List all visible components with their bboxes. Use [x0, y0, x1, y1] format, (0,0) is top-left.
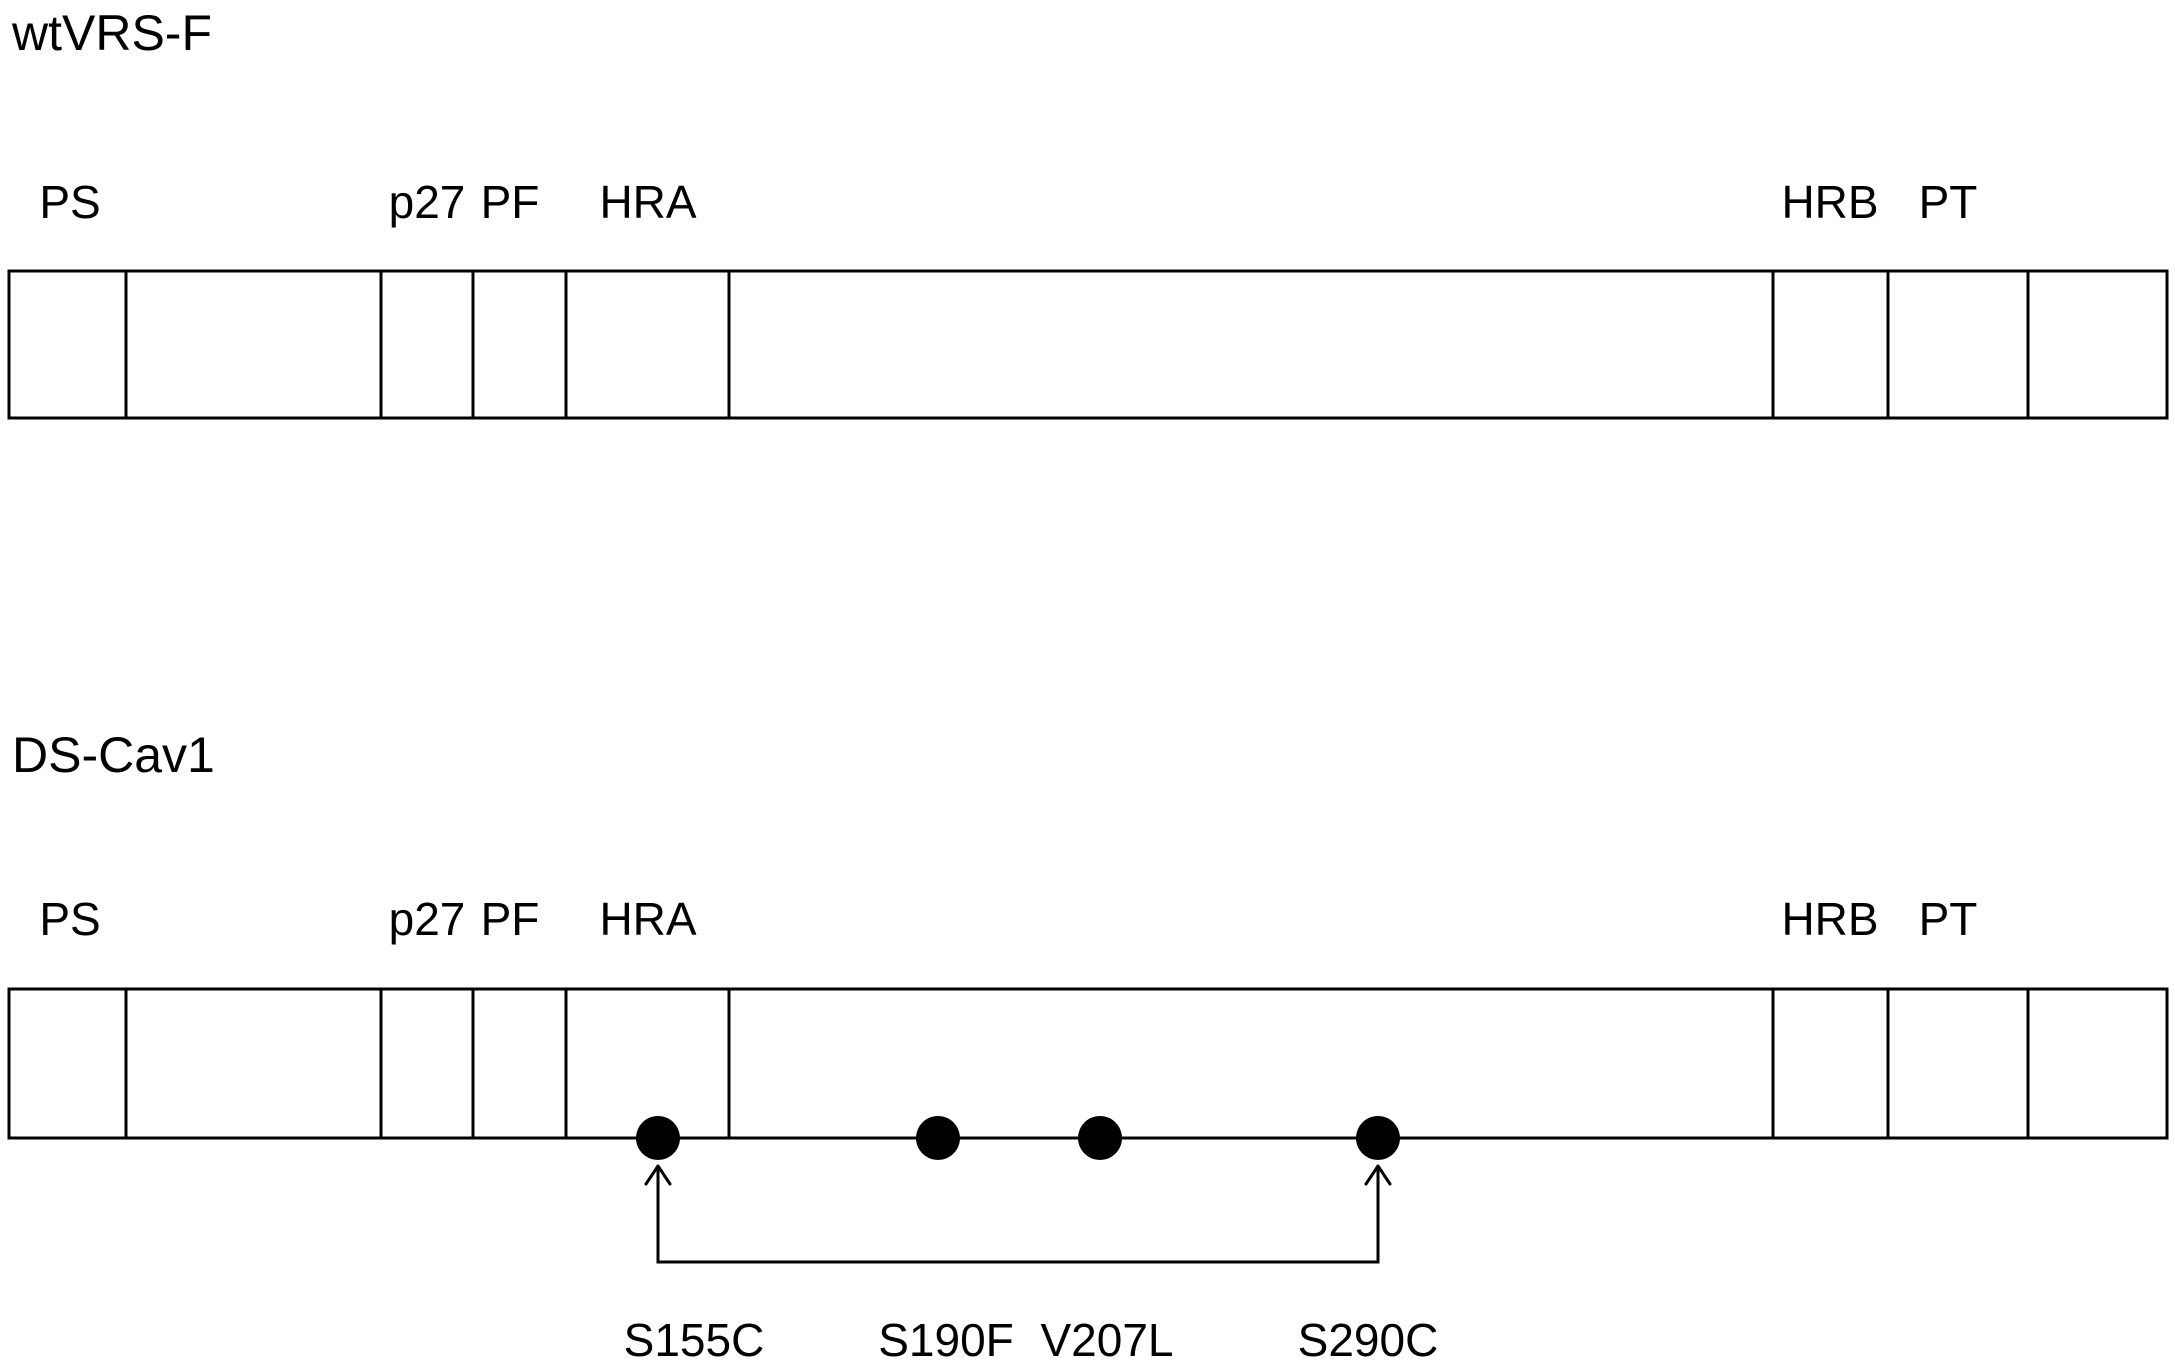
mutation-dot-s190f	[916, 1116, 960, 1160]
domain-label-hra: HRA	[599, 893, 696, 945]
disulfide-bond-connector	[656, 1166, 1380, 1264]
mutation-label-s290c: S290C	[1298, 1314, 1439, 1366]
domain-label-p27: p27	[389, 893, 466, 945]
protein-bar	[7, 269, 2169, 420]
arrow-head-icon	[644, 1164, 672, 1186]
domain-label-hrb: HRB	[1781, 176, 1878, 228]
mutation-label-v207l: V207L	[1040, 1314, 1173, 1366]
domain-label-p27: p27	[389, 176, 466, 228]
arrow-head-icon	[1364, 1164, 1392, 1186]
mutation-label-s155c: S155C	[624, 1314, 765, 1366]
construct-title: wtVRS-F	[11, 5, 212, 61]
mutation-label-s190f: S190F	[878, 1314, 1014, 1366]
domain-label-hrb: HRB	[1781, 893, 1878, 945]
construct-ds-cav1: DS-Cav1 PS p27 PF HRA HRB PT S155C S190F…	[7, 727, 2169, 1366]
mutation-dot-v207l	[1078, 1116, 1122, 1160]
domain-label-pt: PT	[1919, 893, 1978, 945]
mutation-dot-s290c	[1356, 1116, 1400, 1160]
mutation-dot-s155c	[636, 1116, 680, 1160]
domain-label-ps: PS	[39, 176, 100, 228]
construct-title: DS-Cav1	[12, 727, 215, 783]
domain-label-pf: PF	[481, 176, 540, 228]
protein-bar	[7, 987, 2169, 1140]
construct-wtvrs-f: wtVRS-F PS p27 PF HRA HRB PT	[7, 5, 2169, 420]
domain-label-pt: PT	[1919, 176, 1978, 228]
domain-label-hra: HRA	[599, 176, 696, 228]
domain-label-ps: PS	[39, 893, 100, 945]
domain-label-pf: PF	[481, 893, 540, 945]
